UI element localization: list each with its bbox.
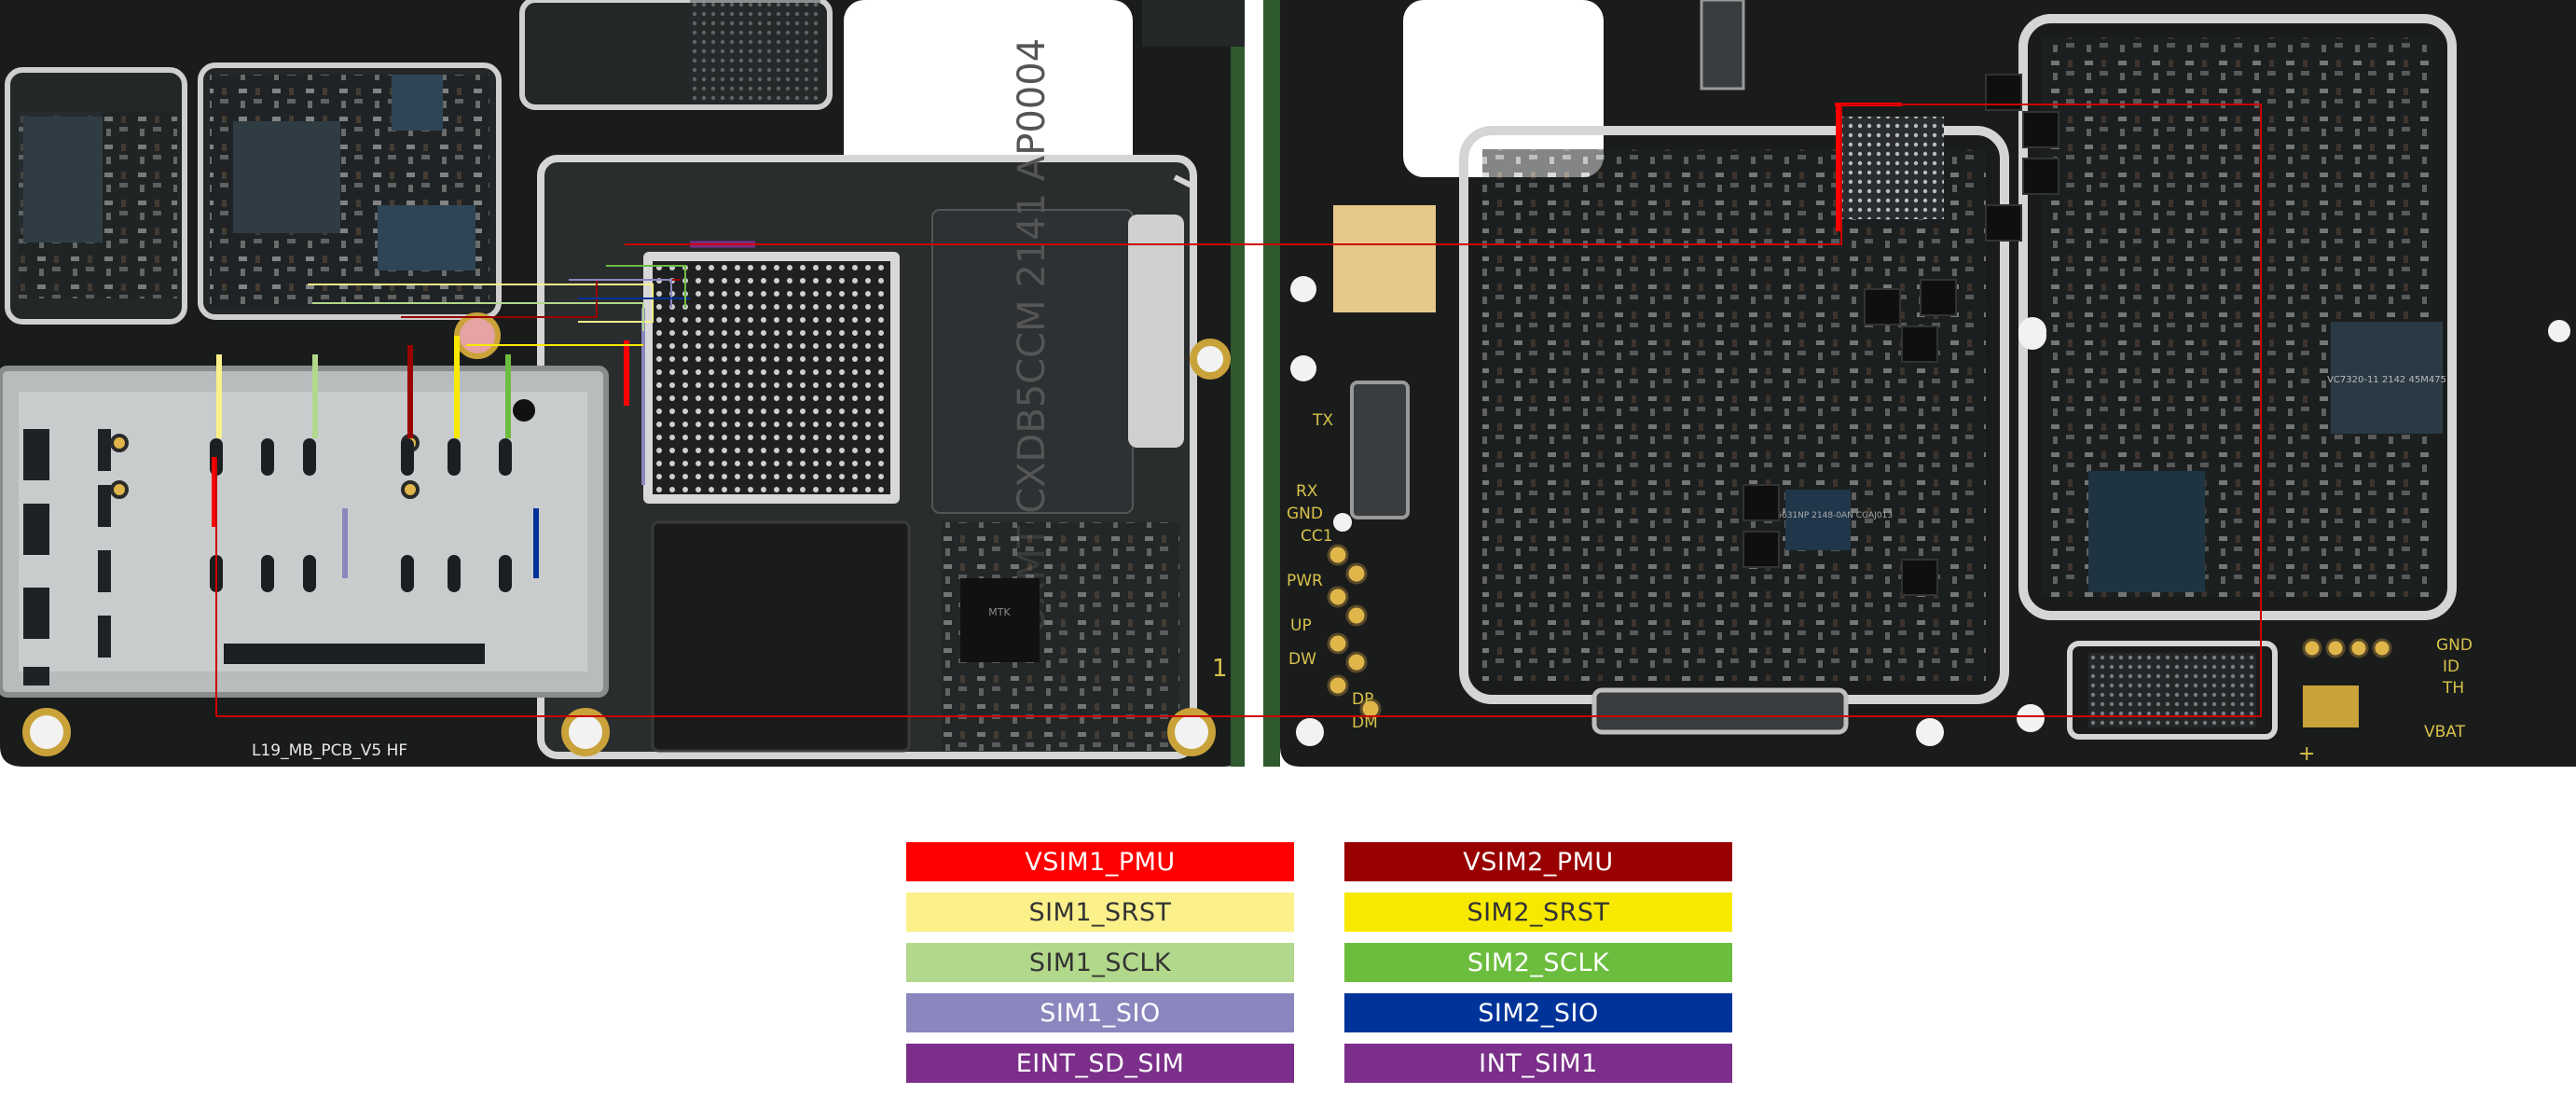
legend-item: SIM2_SCLK	[1344, 943, 1732, 982]
legend-item: SIM1_SCLK	[906, 943, 1294, 982]
pad-label-dw: DW	[1288, 650, 1316, 669]
pad-label-up: UP	[1290, 616, 1312, 635]
charger-chip-label: VC7320-11 2142 45M475	[2327, 375, 2446, 385]
legend-item: SIM2_SRST	[1344, 893, 1732, 932]
sim-traces	[212, 241, 755, 578]
legend-item: SIM1_SIO	[906, 993, 1294, 1032]
legend-item: SIM1_SRST	[906, 893, 1294, 932]
highlight-frame	[215, 104, 2262, 717]
pad-label-tx: TX	[1312, 411, 1333, 430]
legend-item-label: EINT_SD_SIM	[1015, 1048, 1185, 1078]
pad-label-dm: DM	[1352, 713, 1378, 732]
trace-connectors	[308, 265, 690, 346]
pad-label-gnd-right: GND	[2436, 636, 2473, 655]
pad-label-vbat: VBAT	[2424, 723, 2466, 741]
pad-label-id: ID	[2443, 658, 2459, 676]
left-board: UXMT CXDB5CCM 2141 AP0004 MTK	[0, 0, 1245, 767]
pad-label-gnd: GND	[1287, 505, 1323, 523]
legend-item: SIM2_SIO	[1344, 993, 1732, 1032]
pin-one-marker: 1	[1212, 655, 1228, 683]
pcb-diagram: UXMT CXDB5CCM 2141 AP0004 MTK	[0, 0, 2576, 767]
pad-label-pwr: PWR	[1287, 572, 1323, 590]
legend-item: VSIM2_PMU	[1344, 842, 1732, 881]
legend-item: EINT_SD_SIM	[906, 1044, 1294, 1083]
legend-item-label: VSIM2_PMU	[1463, 847, 1614, 877]
legend-item-label: SIM1_SCLK	[1028, 948, 1172, 977]
pad-label-cc1: CC1	[1301, 527, 1333, 546]
legend-item-label: SIM2_SIO	[1478, 998, 1599, 1028]
legend-item-label: VSIM1_PMU	[1025, 847, 1176, 877]
plus-sign: +	[2298, 742, 2315, 766]
pad-label-dp: DP	[1352, 690, 1373, 709]
pad-label-th: TH	[2442, 679, 2464, 698]
legend-item: INT_SIM1	[1344, 1044, 1732, 1083]
pmic-chip-label: MTK	[988, 606, 1011, 618]
legend-item-label: SIM2_SCLK	[1467, 948, 1610, 977]
legend-item-label: INT_SIM1	[1479, 1048, 1598, 1078]
legend-item: VSIM1_PMU	[906, 842, 1294, 881]
rf-chip-label: MTK MT6631NP 2148-0AN CGAJ013	[1743, 511, 1893, 520]
legend-item-label: SIM2_SRST	[1467, 897, 1610, 927]
legend-item-label: SIM1_SRST	[1028, 897, 1172, 927]
pad-label-rx: RX	[1296, 482, 1318, 501]
pcb-label: L19_MB_PCB_V5 HF	[252, 741, 407, 760]
right-board: MTK MT6631NP 2148-0AN CGAJ013 VC7320-11 …	[1263, 0, 2576, 767]
legend-item-label: SIM1_SIO	[1040, 998, 1161, 1028]
